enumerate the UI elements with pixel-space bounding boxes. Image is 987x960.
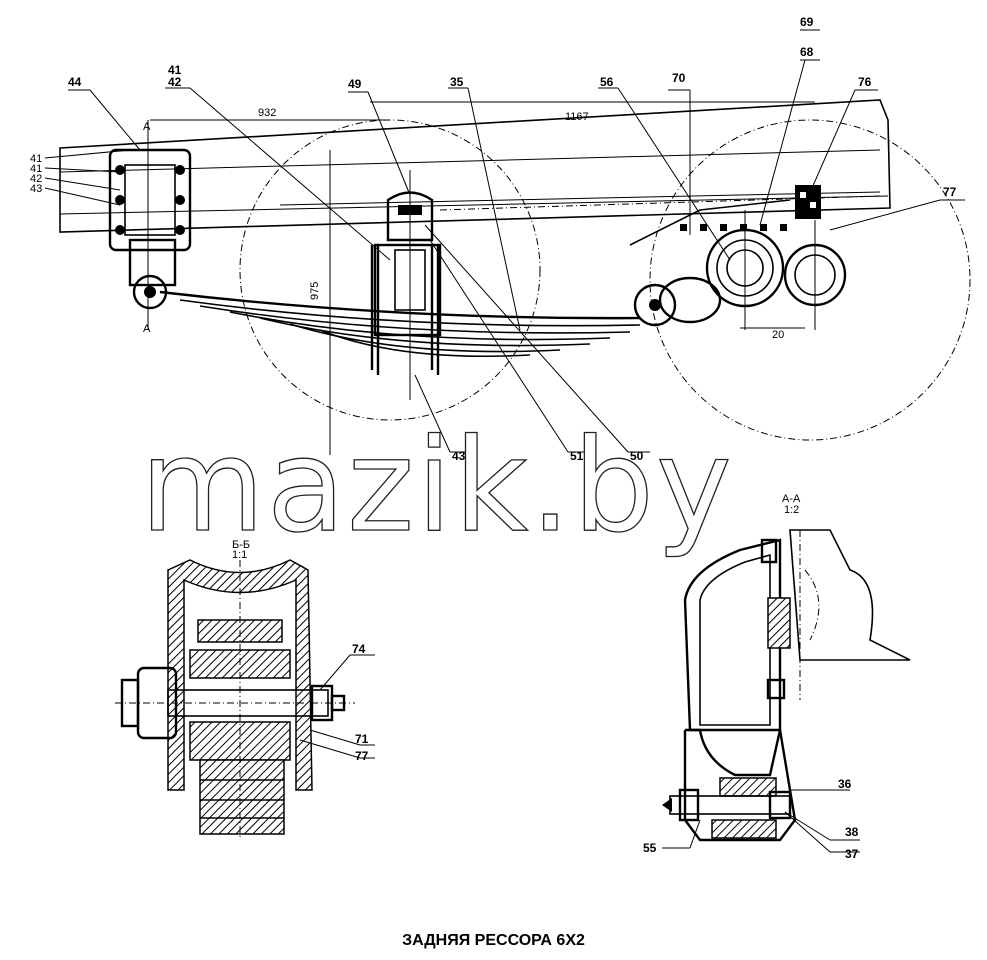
callout-44: 44 bbox=[68, 75, 82, 89]
callout-77: 77 bbox=[943, 185, 957, 199]
callout-42: 42 bbox=[168, 75, 182, 89]
callout-38: 38 bbox=[845, 825, 859, 839]
callout-71: 71 bbox=[355, 732, 369, 746]
section-b-b-scale: 1:1 bbox=[232, 549, 247, 561]
callout-36: 36 bbox=[838, 777, 852, 791]
dimension-1167: 1167 bbox=[565, 111, 589, 123]
leaf-spring-pack bbox=[159, 290, 641, 358]
callout-55: 55 bbox=[643, 841, 657, 855]
rear-axle-wheel-outline bbox=[649, 119, 971, 441]
section-b-b-title: Б-Б bbox=[232, 539, 250, 551]
leader-lines bbox=[68, 29, 965, 453]
callout-56: 56 bbox=[600, 75, 614, 89]
callout-50: 50 bbox=[630, 449, 644, 463]
callout-37: 37 bbox=[845, 847, 859, 861]
rear-shackle-assembly bbox=[629, 185, 847, 330]
drawing-caption: ЗАДНЯЯ РЕССОРА 6Х2 bbox=[402, 932, 585, 949]
callout-77-section: 77 bbox=[355, 749, 369, 763]
callout-43: 43 bbox=[452, 449, 466, 463]
callout-49: 49 bbox=[348, 77, 362, 91]
callout-left-42: 42 bbox=[30, 173, 42, 185]
view-a-a-title: А-А bbox=[782, 493, 801, 505]
callout-left-43: 43 bbox=[30, 183, 42, 195]
view-mark-a-top: А bbox=[143, 121, 151, 133]
side-view: 932 1167 975 20 А А 41 41 42 43 bbox=[30, 15, 971, 463]
view-mark-a-bottom: А bbox=[143, 323, 151, 335]
dimension-20: 20 bbox=[772, 329, 784, 341]
callout-51: 51 bbox=[570, 449, 584, 463]
dimension-932: 932 bbox=[258, 107, 276, 119]
callout-69: 69 bbox=[800, 15, 814, 29]
front-axle-wheel-outline bbox=[239, 119, 541, 421]
callout-41: 41 bbox=[168, 63, 182, 77]
callout-left-41b: 41 bbox=[30, 163, 42, 175]
callout-left-41a: 41 bbox=[30, 153, 42, 165]
view-a-a: А-А 1:2 36 38 37 55 bbox=[643, 493, 911, 861]
callout-70: 70 bbox=[672, 71, 686, 85]
callout-68: 68 bbox=[800, 45, 814, 59]
callout-74: 74 bbox=[352, 642, 366, 656]
frame-rail bbox=[59, 99, 891, 233]
front-spring-bracket bbox=[108, 120, 192, 330]
section-b-b: Б-Б 1:1 74 71 77 bbox=[115, 539, 375, 840]
view-a-a-scale: 1:2 bbox=[784, 504, 799, 516]
callout-76: 76 bbox=[858, 75, 872, 89]
dimension-975: 975 bbox=[309, 282, 321, 300]
callout-35: 35 bbox=[450, 75, 464, 89]
axle-clamp-u-bolts bbox=[370, 170, 442, 400]
watermark-text: mazik.by bbox=[140, 412, 734, 561]
